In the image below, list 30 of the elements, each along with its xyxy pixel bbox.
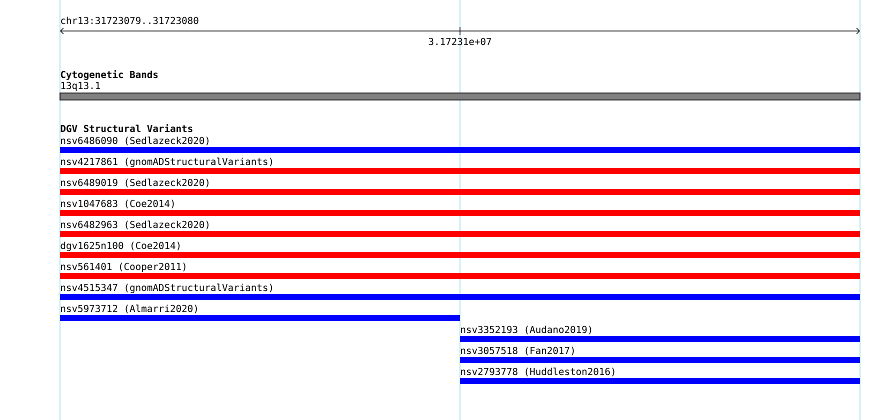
- variant-feature: nsv1047683 (Coe2014): [60, 200, 860, 216]
- variant-feature: nsv3352193 (Audano2019): [460, 326, 860, 342]
- variant-feature: nsv5973712 (Almarri2020): [60, 304, 460, 321]
- node-label: 13q13.1: [61, 82, 100, 91]
- node-label: nsv6486090 (Sedlazeck2020): [61, 136, 208, 146]
- variant-feature: nsv3057518 (Fan2017): [460, 346, 860, 363]
- variant-feature: nsv4217861 (gnomADStructuralVariants): [60, 158, 860, 174]
- node-label: nsv4217861 (gnomADStructuralVariants): [61, 158, 272, 168]
- variant-feature: nsv6486090 (Sedlazeck2020): [60, 136, 860, 153]
- node-label: nsv5973712 (Almarri2020): [61, 304, 197, 314]
- node-label: nsv561401 (Cooper2011): [61, 262, 186, 272]
- variant-feature: dgv1625n100 (Coe2014): [60, 242, 860, 258]
- variant-feature: nsv561401 (Cooper2011): [60, 262, 860, 279]
- node-label: nsv6489019 (Sedlazeck2020): [61, 178, 208, 188]
- track-title: Cytogenetic Bands: [60, 70, 158, 80]
- tick-label: 3.17231e+07: [428, 38, 492, 46]
- cytoband: 13q13.1: [60, 82, 860, 100]
- node-label: nsv4515347 (gnomADStructuralVariants): [61, 284, 272, 294]
- node-label: nsv3057518 (Fan2017): [461, 346, 574, 356]
- node-label: nsv2793778 (Huddleston2016): [461, 368, 614, 376]
- node-label: nsv3352193 (Audano2019): [461, 326, 592, 334]
- variant-feature: nsv6482963 (Sedlazeck2020): [60, 220, 860, 237]
- node-label: nsv6482963 (Sedlazeck2020): [61, 220, 208, 230]
- variant-feature: nsv6489019 (Sedlazeck2020): [60, 178, 860, 195]
- track-title: DGV Structural Variants: [60, 124, 192, 132]
- node-label: nsv1047683 (Coe2014): [61, 200, 174, 208]
- node-label: dgv1625n100 (Coe2014): [60, 242, 180, 252]
- location-label: chr13:31723079..31723080: [61, 16, 198, 24]
- variant-feature: nsv2793778 (Huddleston2016): [460, 368, 860, 384]
- variant-feature: nsv4515347 (gnomADStructuralVariants): [60, 284, 860, 300]
